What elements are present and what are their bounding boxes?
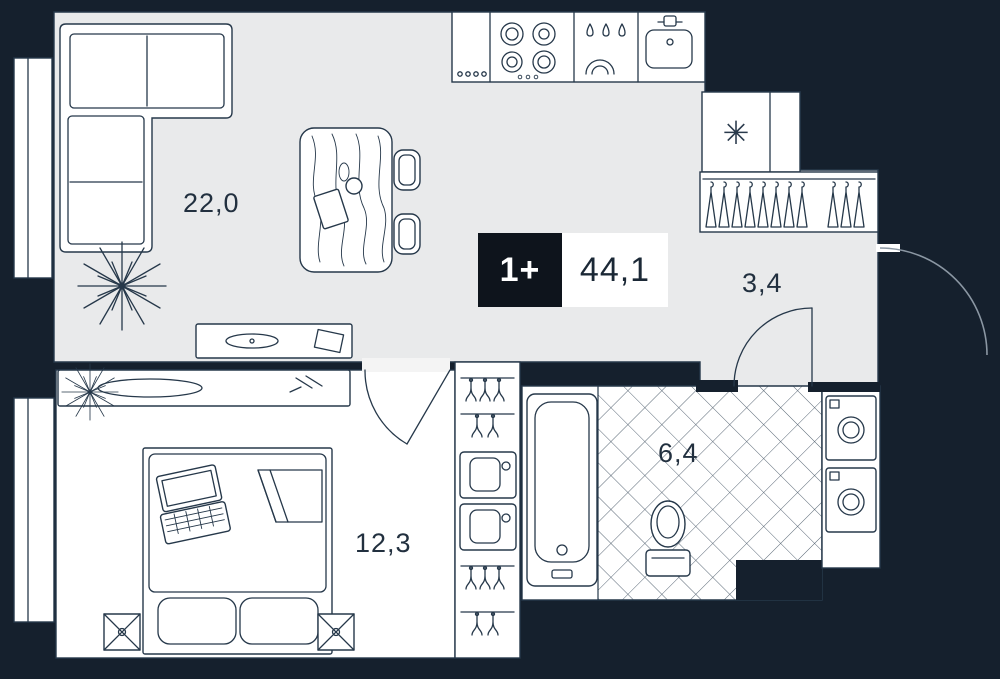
room-count-badge: 1+: [478, 233, 562, 307]
fridge: ✳: [701, 91, 801, 173]
tv-console: [195, 323, 353, 359]
bathroom-wall-notch: [736, 560, 822, 600]
hallway-area-label: 3,4: [742, 268, 783, 298]
living-room-area-label: 22,0: [183, 188, 240, 218]
hall-bath-wall-right: [808, 382, 880, 392]
washing-machine-icon: [825, 395, 877, 461]
living-window: [13, 57, 53, 279]
kitchen-counter: [451, 11, 706, 83]
sofa: [59, 23, 233, 253]
folded-blanket-icon: [257, 469, 323, 523]
bathtub-icon: [526, 393, 598, 587]
floor-areas: [53, 11, 881, 659]
dishwasher-icon: [585, 23, 626, 75]
kitchen-sink-icon: [645, 15, 693, 69]
laptop-icon: [155, 464, 231, 545]
bathroom-area-label: 6,4: [658, 438, 699, 468]
rug-box-right: [317, 613, 355, 651]
notebook-icon: [313, 188, 349, 230]
plate-icon: [345, 177, 363, 195]
wardrobe-hangers: [699, 171, 879, 233]
dryer-icon: [825, 467, 877, 533]
storage-shaft: [459, 377, 517, 636]
dresser: [57, 369, 351, 407]
total-area-badge: 44,1: [562, 233, 668, 307]
apartment-area-badge: 1+ 44,1: [478, 233, 668, 307]
fridge-snowflake-icon: ✳: [723, 114, 750, 152]
dining-chairs: [393, 149, 421, 255]
rug-box-left: [103, 613, 141, 651]
entrance-door: [876, 244, 988, 356]
bed: [142, 447, 333, 655]
bedroom-area-label: 12,3: [355, 528, 412, 558]
pillow-icon: [157, 597, 237, 645]
stove-icon: [500, 22, 556, 80]
hall-bath-wall-left: [696, 380, 738, 392]
bedroom-door: [362, 358, 451, 445]
bedroom-window: [13, 397, 55, 623]
water-heater-icon: [459, 451, 517, 499]
dining-table: [299, 127, 393, 273]
water-heater-icon: [459, 503, 517, 551]
toilet-icon: [645, 500, 691, 577]
windows: [13, 57, 55, 623]
cabinet-knobs-icon: [457, 71, 487, 77]
bathroom-door: [733, 307, 813, 387]
